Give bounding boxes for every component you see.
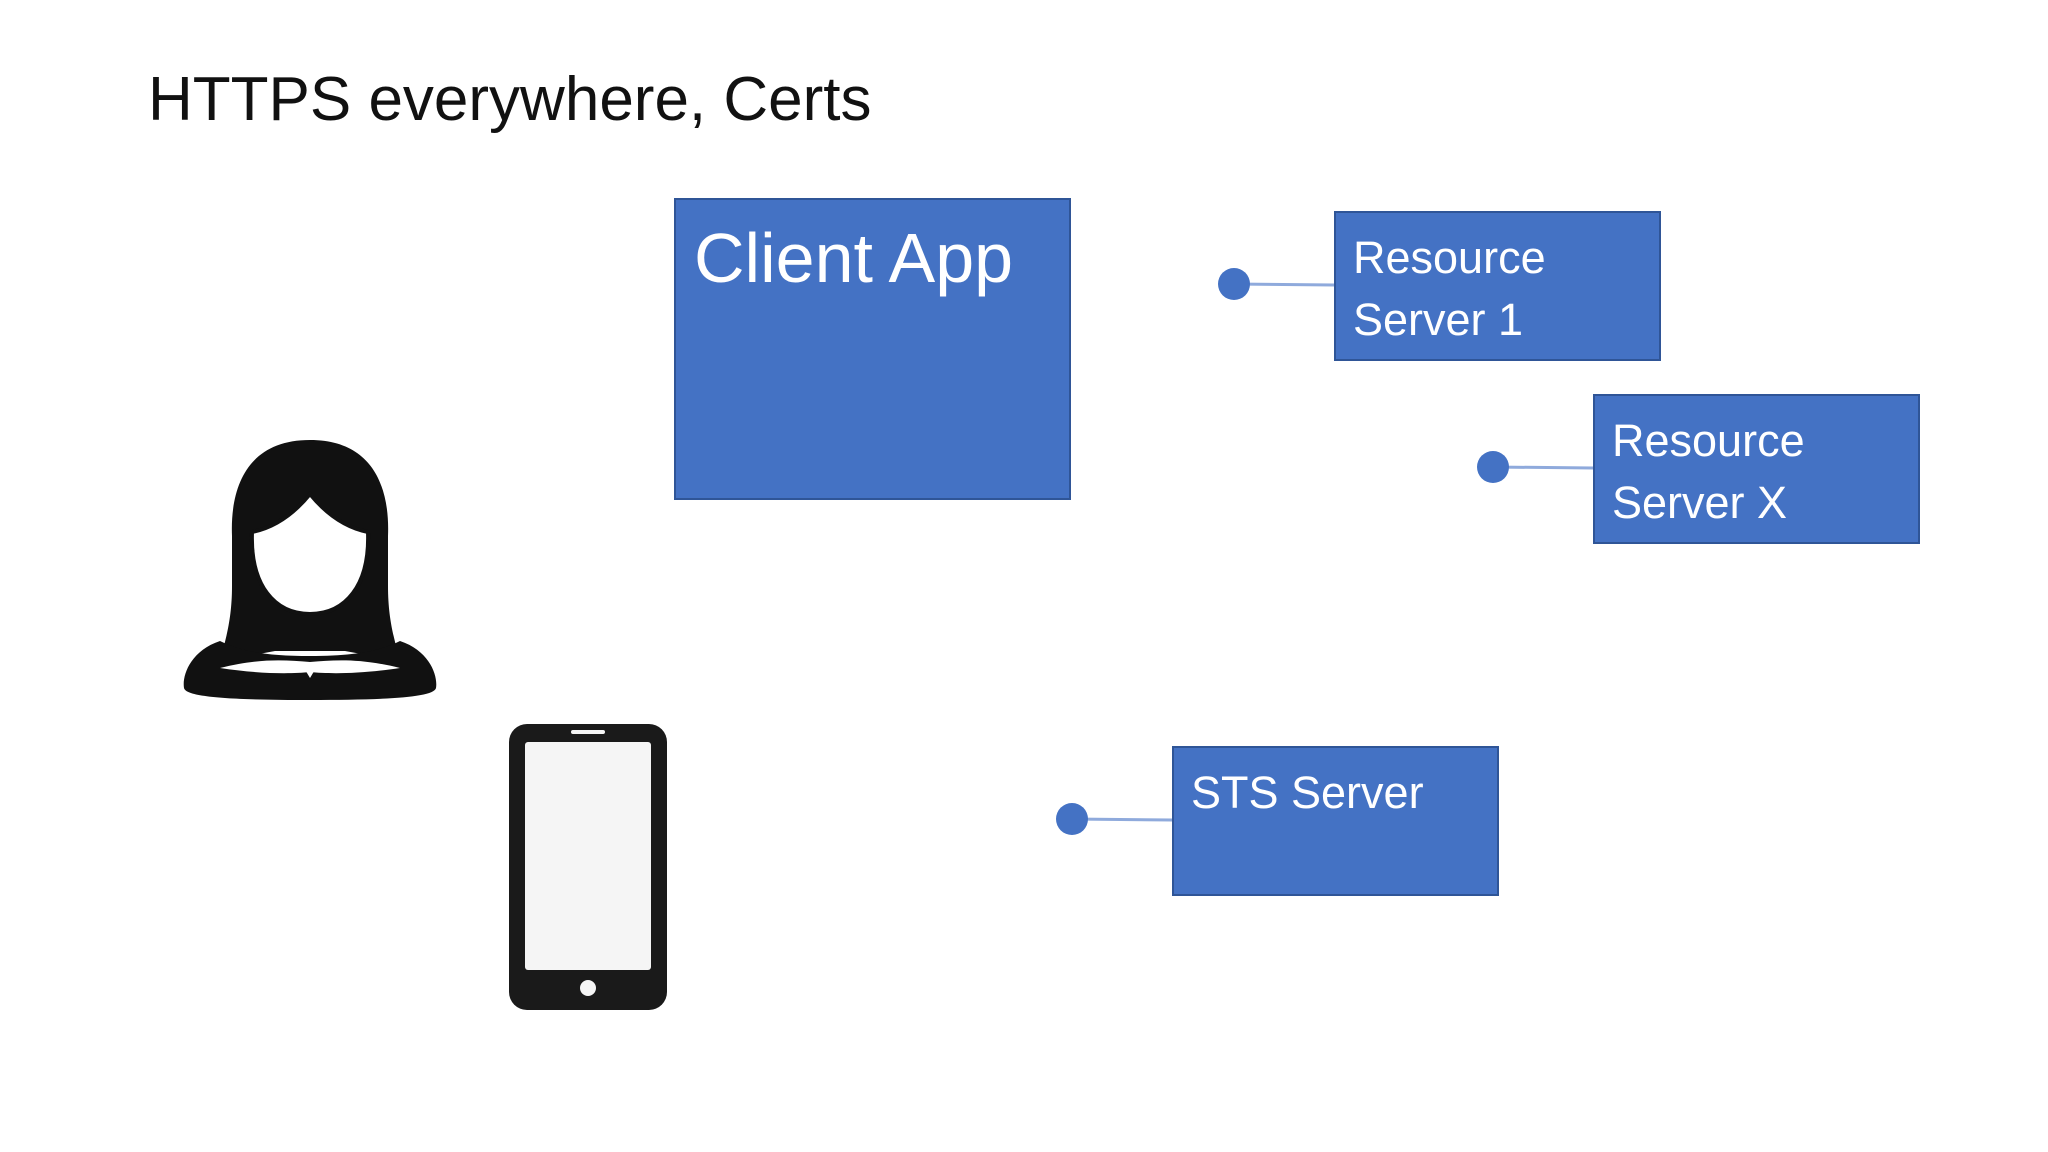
- resource-server-1-label: Resource Server 1: [1353, 232, 1546, 345]
- connector-resource-server-1: [1218, 268, 1335, 300]
- slide-title: HTTPS everywhere, Certs: [148, 65, 872, 134]
- connector-resource-server-x: [1477, 451, 1594, 483]
- mobile-phone-icon: [509, 724, 667, 1010]
- sts-server-label: STS Server: [1191, 767, 1424, 818]
- client-app-box[interactable]: Client App: [674, 198, 1071, 500]
- client-app-label: Client App: [694, 219, 1014, 297]
- connector-sts-server: [1056, 803, 1173, 835]
- resource-server-x-label: Resource Server X: [1612, 415, 1805, 528]
- resource-server-1-box[interactable]: Resource Server 1: [1334, 211, 1661, 361]
- person-icon: [183, 440, 437, 700]
- resource-server-x-box[interactable]: Resource Server X: [1593, 394, 1920, 544]
- sts-server-box[interactable]: STS Server: [1172, 746, 1499, 896]
